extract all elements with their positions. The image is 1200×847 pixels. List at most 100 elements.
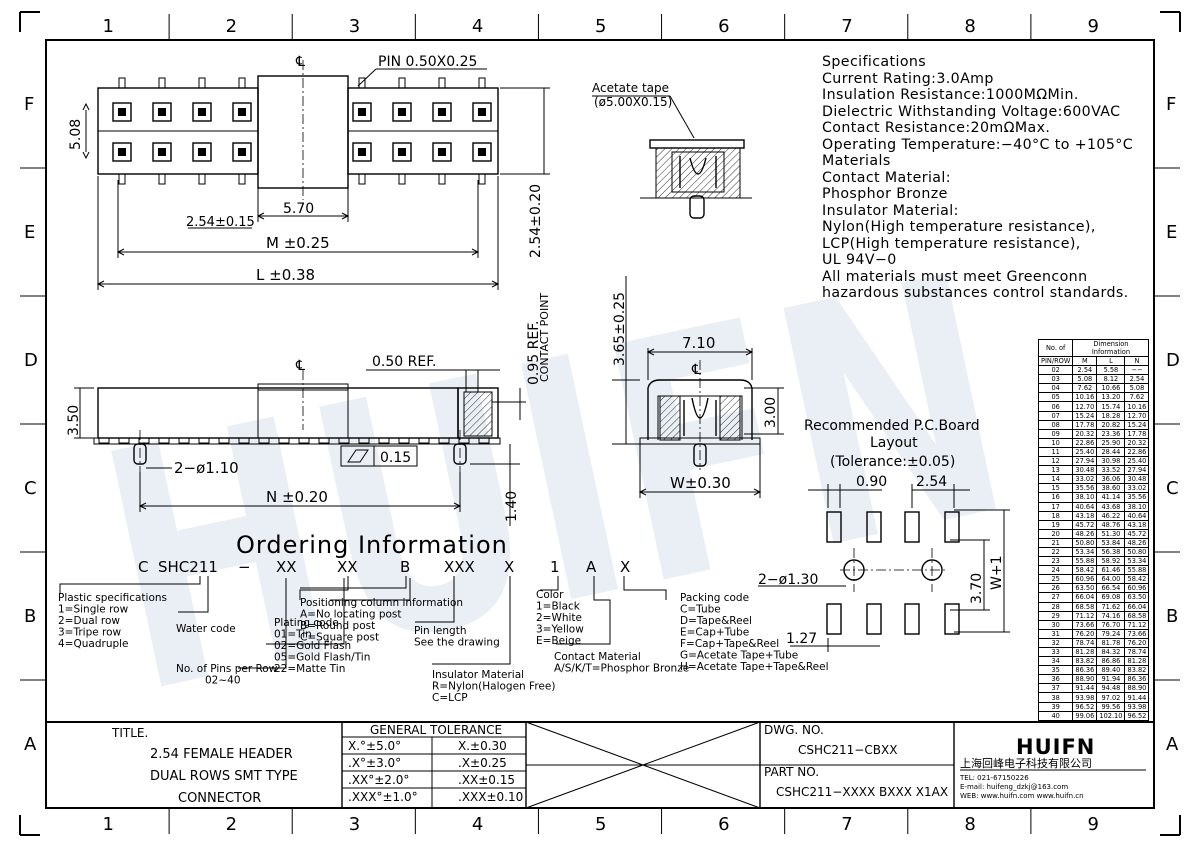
table-cell: 25.90 bbox=[1096, 437, 1126, 448]
table-cell: 84.32 bbox=[1096, 646, 1126, 658]
table-col-2: L bbox=[1096, 355, 1126, 367]
table-cell: 09 bbox=[1037, 428, 1074, 439]
table-cell: −− bbox=[1124, 365, 1150, 376]
table-cell: 91.44 bbox=[1124, 692, 1150, 703]
table-cell: 71.12 bbox=[1124, 619, 1150, 630]
table-cell: 86.36 bbox=[1124, 674, 1150, 685]
dim-3-65: 3.65±0.25 bbox=[612, 292, 628, 366]
ordering-pins-0: No. of Pins per Row bbox=[176, 663, 278, 675]
pcb-layout: Recommended P.C.Board Layout (Tolerance:… bbox=[758, 418, 1010, 652]
ordering-plastic-4: 4=Quadruple bbox=[58, 638, 129, 650]
spec-line-4: Operating Temperature:−40°C to +105°C bbox=[822, 136, 1134, 153]
spec-heading: Specifications bbox=[822, 54, 927, 70]
tol-angle-3: .XXX°±1.0° bbox=[348, 790, 418, 804]
table-cell: 29 bbox=[1037, 610, 1074, 621]
pcb-tolerance: (Tolerance:±0.05) bbox=[830, 454, 955, 470]
table-cell: 35.56 bbox=[1124, 492, 1150, 503]
pin-socket bbox=[472, 142, 492, 162]
table-cell: 61.46 bbox=[1096, 565, 1126, 576]
table-cell: 7.62 bbox=[1072, 383, 1098, 394]
table-cell: 43.68 bbox=[1096, 501, 1126, 512]
flatness-value: 0.15 bbox=[380, 450, 411, 466]
frame-col-7: 7 bbox=[841, 16, 852, 37]
table-cell: 30.98 bbox=[1096, 456, 1126, 467]
table-cell: 78.74 bbox=[1072, 637, 1098, 649]
part-no-value: CSHC211−XXXX BXXX X1AX bbox=[776, 785, 948, 799]
table-cell: 15.24 bbox=[1124, 419, 1150, 430]
end-view: ℄ 3.65±0.25 7.10 3.00 W±0.30 bbox=[612, 276, 784, 498]
pcb-pad bbox=[944, 603, 960, 635]
table-cell: 53.34 bbox=[1124, 556, 1150, 567]
dim-5-08: 5.08 bbox=[68, 119, 84, 150]
title-label: TITLE. bbox=[111, 726, 148, 740]
company-web: WEB: www.huifn.com www.huifn.cn bbox=[960, 792, 1084, 800]
table-cell: 33.02 bbox=[1072, 474, 1098, 485]
dim-7-10: 7.10 bbox=[682, 334, 715, 352]
table-cell: 32 bbox=[1037, 637, 1074, 649]
table-cell: 94.48 bbox=[1096, 683, 1126, 694]
frame-col-6: 6 bbox=[718, 814, 729, 835]
table-cell: 96.52 bbox=[1072, 701, 1098, 712]
table-cell: 50.80 bbox=[1072, 537, 1098, 548]
table-cell: 33.52 bbox=[1096, 465, 1126, 476]
pcb-pad bbox=[826, 603, 842, 635]
pin-socket bbox=[112, 102, 132, 122]
table-cell: 37 bbox=[1037, 683, 1074, 694]
table-cell: 23.36 bbox=[1096, 428, 1126, 439]
frame-col-4: 4 bbox=[472, 16, 483, 37]
table-cell: 48.26 bbox=[1124, 537, 1150, 548]
ordering-positioning-3: C=Square post bbox=[300, 632, 379, 644]
table-cell: 74.16 bbox=[1096, 610, 1126, 621]
table-cell: 5.08 bbox=[1124, 383, 1150, 394]
frame-col-2: 2 bbox=[226, 16, 237, 37]
table-cell: 66.04 bbox=[1072, 592, 1098, 603]
pcb-pad bbox=[904, 603, 920, 635]
table-cell: 08 bbox=[1037, 419, 1074, 430]
table-cell: 22 bbox=[1037, 546, 1074, 558]
frame-col-3: 3 bbox=[349, 814, 360, 835]
tol-angle-0: X.°±5.0° bbox=[348, 739, 401, 753]
pin-socket bbox=[152, 142, 172, 162]
table-cell: 40.64 bbox=[1124, 510, 1150, 521]
ordering-plating-4: 22=Matte Tin bbox=[274, 663, 345, 675]
table-cell: 69.08 bbox=[1096, 592, 1126, 603]
table-cell: 39 bbox=[1037, 701, 1074, 712]
table-cell: 15.74 bbox=[1096, 401, 1126, 412]
title-line-2: DUAL ROWS SMT TYPE bbox=[150, 769, 298, 784]
table-cell: 76.20 bbox=[1124, 637, 1150, 649]
table-cell: 89.40 bbox=[1096, 665, 1126, 676]
frame-row-B: B bbox=[1166, 606, 1178, 627]
table-cell: 58.92 bbox=[1096, 556, 1126, 567]
table-col-3: N bbox=[1124, 355, 1150, 367]
table-cell: 83.82 bbox=[1072, 656, 1098, 667]
table-cell: 63.50 bbox=[1072, 583, 1098, 594]
dim-2-phi-1-10: 2−ø1.10 bbox=[174, 459, 239, 477]
pin-socket bbox=[352, 142, 372, 162]
dim-L: L ±0.38 bbox=[256, 266, 315, 284]
frame-row-E: E bbox=[1166, 222, 1177, 243]
ordering-plastic-1: 1=Single row bbox=[58, 604, 129, 616]
frame-col-3: 3 bbox=[349, 16, 360, 37]
contact-point-label: CONTACT POINT bbox=[538, 293, 551, 382]
ordering-positioning-0: Positioning column information bbox=[300, 597, 463, 609]
code-shc211: SHC211 bbox=[158, 558, 218, 576]
pin-size-label: PIN 0.50X0.25 bbox=[378, 54, 477, 70]
table-cell: 07 bbox=[1037, 410, 1074, 421]
table-cell: 38 bbox=[1037, 692, 1074, 703]
table-cell: 16 bbox=[1037, 492, 1074, 503]
table-cell: 56.38 bbox=[1096, 546, 1126, 558]
frame-col-2: 2 bbox=[226, 814, 237, 835]
